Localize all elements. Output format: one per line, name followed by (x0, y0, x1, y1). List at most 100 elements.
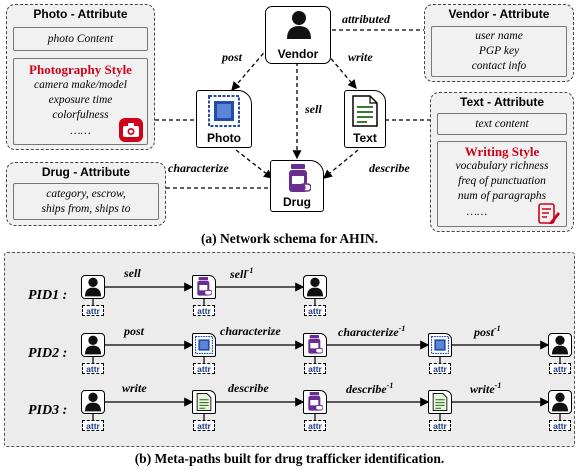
text-icon (196, 392, 212, 412)
metapath-node-text (192, 390, 216, 414)
pid3-edge-2-label: describe (228, 381, 269, 395)
camera-icon (119, 118, 143, 142)
describe-edge (322, 149, 359, 179)
pid2-edge-4-label: post-1 (474, 324, 501, 339)
vendor-icon (83, 277, 103, 297)
pid1-edge-1-label: sell (124, 266, 141, 280)
photo-style-line-4: …… (70, 125, 91, 137)
pid2-edge-2-label: characterize (220, 324, 281, 338)
photo-attribute-title: Photo - Attribute (33, 7, 128, 21)
metapath-attr-box: attr (82, 420, 104, 431)
metapath-node-vendor (548, 390, 572, 414)
metapath-attr-box: attr (193, 420, 215, 431)
pid2-edge-1-label: post (124, 324, 145, 338)
post-edge (231, 47, 269, 91)
metapath-attr-box: attr (549, 363, 571, 374)
vendor-icon (550, 392, 570, 412)
text-content-label: text content (475, 118, 529, 130)
photo-style-line-2: exposure time (48, 94, 113, 106)
vendor-node-label: Vendor (277, 47, 319, 61)
drug-bracket (13, 183, 159, 220)
edge-label-sell: sell (305, 102, 322, 116)
photo-style-line-3: colorfulness (52, 109, 109, 121)
pid3-edge-1-label: write (122, 381, 147, 395)
vendor-icon (550, 335, 570, 355)
metapath-caption: (b) Meta-paths built for drug trafficker… (134, 451, 445, 466)
edge-label-attributed: attributed (342, 12, 391, 26)
pid3-edge-3-label: describe-1 (346, 381, 394, 396)
metapath-node-vendor (81, 333, 105, 357)
pid1-edge-2-label: sell-1 (230, 266, 254, 281)
metapath-attr-box: attr (82, 363, 104, 374)
text-style-line-3: num of paragraphs (457, 190, 547, 202)
metapath-node-drug (303, 333, 327, 357)
pid2-label: PID2 : (28, 346, 68, 361)
metapath-node-vendor (81, 275, 105, 299)
vendor-icon (305, 277, 325, 297)
vendor-attribute-title: Vendor - Attribute (448, 7, 550, 21)
metapath-attr-box: attr (549, 420, 571, 431)
drug-icon (307, 392, 324, 412)
text-node: Text (344, 90, 386, 148)
drug-attribute-title: Drug - Attribute (41, 165, 131, 179)
text-style-line-4: …… (466, 206, 488, 218)
vendor-bracket (431, 26, 567, 77)
vendor-attr-line-2: PGP key (478, 45, 520, 57)
metapath-node-drug (192, 275, 216, 299)
schema-edges (155, 29, 430, 189)
photo-node-label: Photo (207, 131, 241, 145)
photo-content-label: photo Content (47, 33, 114, 45)
metapath-node-photo (192, 333, 216, 357)
schema-caption: (a) Network schema for AHIN. (200, 231, 379, 246)
drug-attr-line-2: ships from, ships to (41, 203, 131, 215)
metapath-attr-box: attr (304, 305, 326, 316)
person-icon (286, 10, 312, 45)
metapath-attr-box: attr (304, 420, 326, 431)
photo-icon (431, 336, 449, 354)
vendor-node: Vendor (265, 6, 331, 64)
metapath-node-vendor (548, 333, 572, 357)
drug-bottle-icon (287, 164, 312, 199)
drug-node: Drug (270, 160, 324, 212)
photo-node: Photo (196, 90, 252, 148)
vendor-attr-line-1: user name (475, 30, 523, 42)
text-content-bracket (437, 113, 567, 135)
edge-label-describe: describe (369, 161, 410, 175)
drug-node-label: Drug (283, 195, 311, 209)
metapath-attr-box: attr (193, 363, 215, 374)
pid1-label: PID1 : (28, 288, 68, 303)
photo-content-bracket (13, 27, 148, 51)
metapath-attr-box: attr (193, 305, 215, 316)
vendor-icon (83, 335, 103, 355)
text-style-line-2: freq of punctuation (458, 175, 546, 187)
pid2-edge-3-label: characterize-1 (338, 324, 406, 339)
metapath-node-drug (303, 390, 327, 414)
drug-icon (307, 335, 324, 355)
photo-attribute-box: Photo - Attribute photo Content Photogra… (6, 4, 155, 150)
metapath-node-text (428, 390, 452, 414)
edit-document-icon (537, 203, 561, 225)
drug-attribute-box: Drug - Attribute category, escrow, ships… (6, 162, 166, 226)
vendor-attr-line-3: contact info (471, 60, 527, 72)
text-style-line-1: vocabulary richness (455, 160, 549, 172)
metapath-node-photo (428, 333, 452, 357)
metapath-attr-box: attr (429, 420, 451, 431)
photo-style-bracket (13, 58, 148, 145)
writing-style-bracket (437, 141, 567, 227)
pid3-label: PID3 : (28, 403, 68, 418)
metapath-node-vendor (303, 275, 327, 299)
pid3-edge-4-label: write-1 (470, 381, 502, 396)
metapath-attr-box: attr (304, 363, 326, 374)
photo-style-line-1: camera make/model (34, 79, 127, 91)
photo-icon (208, 95, 240, 132)
vendor-attribute-box: Vendor - Attribute user name PGP key con… (424, 4, 574, 82)
text-node-label: Text (353, 131, 377, 145)
photo-icon (195, 336, 213, 354)
text-attribute-title: Text - Attribute (460, 95, 544, 109)
vendor-icon (83, 392, 103, 412)
text-icon (432, 392, 448, 412)
metapath-attr-box: attr (429, 363, 451, 374)
drug-attr-line-1: category, escrow, (46, 188, 126, 200)
characterize-edge (235, 149, 274, 179)
